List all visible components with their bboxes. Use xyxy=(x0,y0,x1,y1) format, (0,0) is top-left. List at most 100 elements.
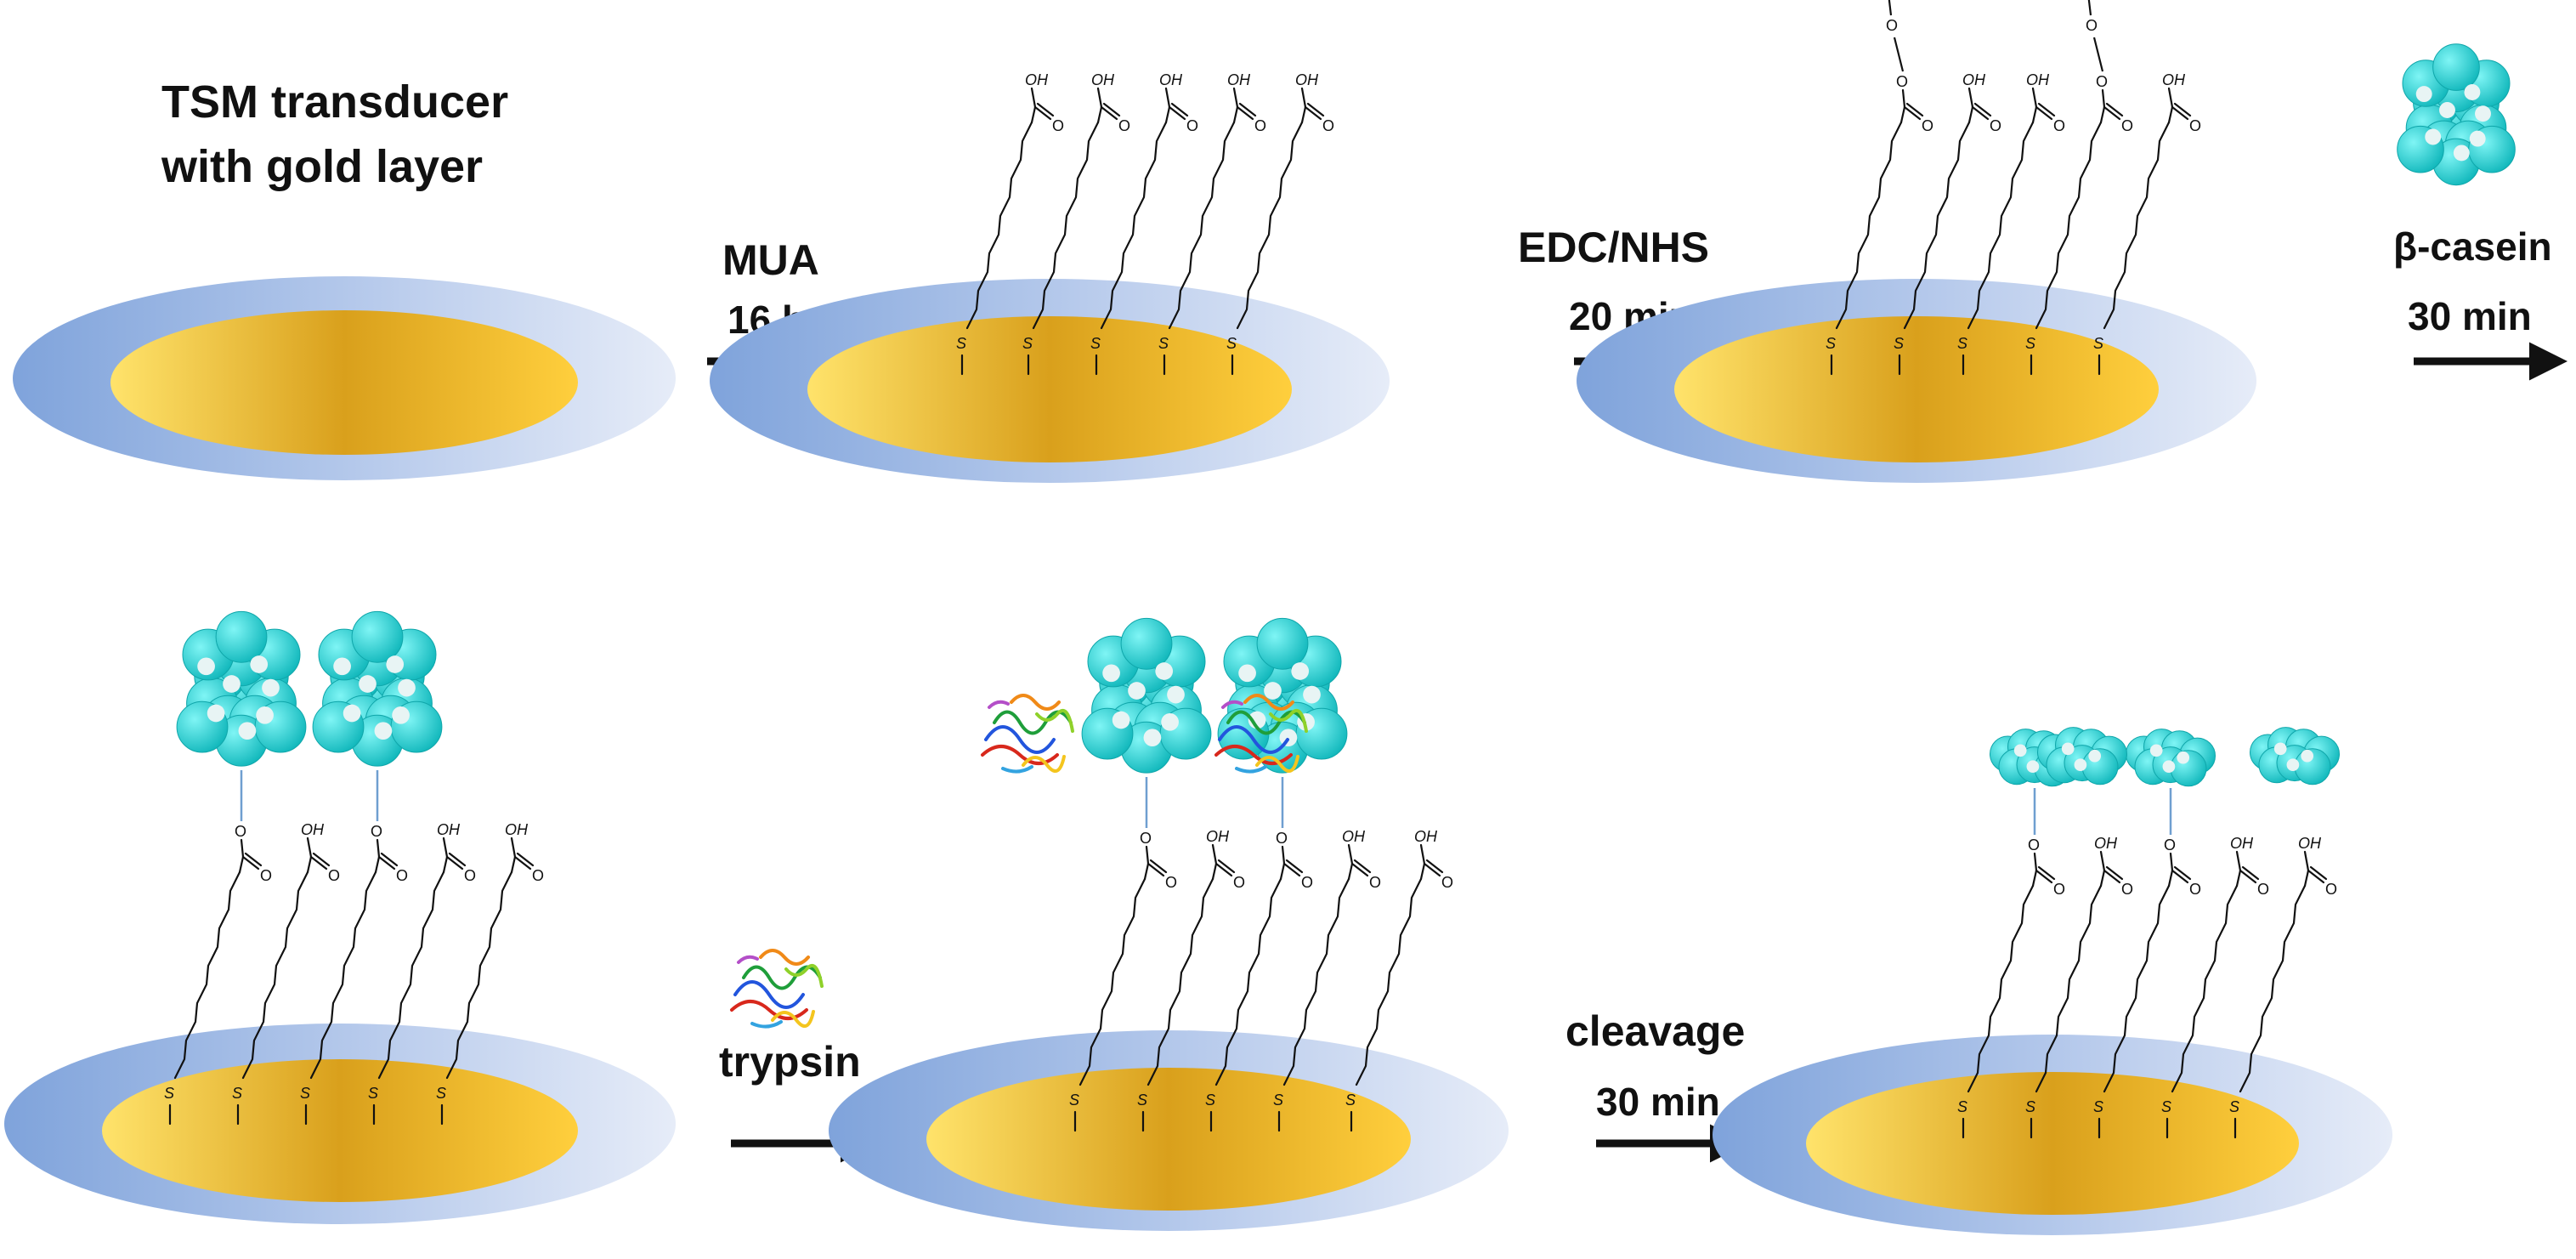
casein-fragment-icon xyxy=(2126,729,2216,787)
hydroxyl-bond xyxy=(1164,87,1171,109)
mua-chain: SOO xyxy=(1205,830,1313,1132)
mua-chain: SOO xyxy=(1069,830,1177,1132)
enzyme-ribbon xyxy=(1022,755,1066,773)
alkyl-backbone xyxy=(241,871,309,1080)
alkyl-backbone xyxy=(1146,877,1214,1086)
protein-highlight xyxy=(386,655,405,673)
carbonyl-bond xyxy=(2303,869,2310,888)
carbonyl-bond xyxy=(1300,105,1307,124)
ester-oxygen-label: O xyxy=(2164,836,2176,854)
enzyme-ribbon xyxy=(993,710,1073,735)
carbonyl-oxygen-label: O xyxy=(1052,117,1064,134)
enzyme-ribbon xyxy=(1218,725,1289,754)
protein-highlight xyxy=(2439,102,2455,118)
carbonyl-oxygen-label: O xyxy=(1233,874,1245,891)
protein-highlight xyxy=(1143,729,1162,747)
enzyme-ribbon xyxy=(742,965,822,990)
protein-bead xyxy=(1256,617,1309,670)
step-label-mua: MUA xyxy=(722,236,819,284)
hydroxyl-bond xyxy=(2167,87,2174,109)
hydroxyl-label: OH xyxy=(1962,71,1986,88)
carbonyl-double xyxy=(1033,105,1052,121)
carbonyl-double xyxy=(2035,869,2053,884)
carbonyl-oxygen-label: O xyxy=(328,867,340,884)
ester-bond xyxy=(1901,88,1906,109)
protein-layer xyxy=(176,43,2516,1029)
protein-highlight xyxy=(1102,664,1120,683)
carbonyl-double-2 xyxy=(2241,865,2260,881)
title-line-2: with gold layer xyxy=(161,141,483,192)
protein-highlight xyxy=(1279,729,1298,747)
n-o-bond xyxy=(1893,37,1905,72)
hydroxyl-label: OH xyxy=(1091,71,1115,88)
fragment-highlight xyxy=(2273,742,2287,756)
mua-chain: S O OH xyxy=(1022,71,1130,376)
transducer-disc xyxy=(710,279,1390,483)
alkyl-backbone xyxy=(2103,884,2171,1093)
carbonyl-oxygen-label: O xyxy=(260,867,272,884)
hydroxyl-label: OH xyxy=(1206,828,1230,845)
carbonyl-double xyxy=(1100,105,1118,121)
casein-protein-icon xyxy=(1081,617,1212,774)
sulfur-label: S xyxy=(1826,335,1836,352)
ester-oxygen-label: O xyxy=(1140,830,1152,847)
carbonyl-double-2 xyxy=(2037,865,2056,881)
alkyl-backbone xyxy=(445,871,513,1080)
fragment-highlight xyxy=(2162,760,2176,774)
sulfur-label: S xyxy=(2025,335,2035,352)
carbonyl-oxygen-label: O xyxy=(1301,874,1313,891)
alkyl-backbone xyxy=(1835,121,1903,330)
transducer-disc xyxy=(829,1030,1509,1231)
casein-protein-icon xyxy=(176,610,307,767)
carbonyl-double-2 xyxy=(2037,102,2056,117)
sulfur-label: S xyxy=(1090,335,1101,352)
ester-bond xyxy=(240,838,245,859)
sulfur-label: S xyxy=(2161,1098,2171,1115)
carbonyl-bond xyxy=(2099,105,2106,124)
sulfur-label: S xyxy=(2093,335,2103,352)
hydroxyl-label: OH xyxy=(2094,835,2118,852)
carbonyl-double-2 xyxy=(2309,865,2328,881)
enzyme-ribbon xyxy=(759,949,810,966)
step-label-cleavage: cleavage xyxy=(1565,1007,1745,1055)
fragment-highlight xyxy=(2177,751,2190,764)
enzyme-ribbon xyxy=(988,700,1010,709)
carbonyl-double-2 xyxy=(2173,102,2192,117)
protein-highlight xyxy=(2415,86,2432,103)
carbonyl-bond xyxy=(1967,105,1974,124)
sulfur-label: S xyxy=(1894,335,1904,352)
n-o-bond xyxy=(2092,37,2104,72)
sulfur-label: S xyxy=(300,1085,310,1102)
hydroxyl-label: OH xyxy=(301,821,325,838)
nhs-ring-icon: ONOO xyxy=(2086,0,2104,72)
step-label-trypsin: trypsin xyxy=(719,1038,861,1086)
carbonyl-double-2 xyxy=(1973,102,1992,117)
carbonyl-double-2 xyxy=(244,852,263,867)
transducer-discs xyxy=(4,276,2392,1235)
carbonyl-double-2 xyxy=(1285,859,1304,874)
o-n-bond xyxy=(2087,0,2092,16)
alkyl-backbone xyxy=(2035,884,2103,1093)
carbonyl-double xyxy=(1282,862,1301,877)
carbonyl-oxygen-label: O xyxy=(396,867,408,884)
carbonyl-bond xyxy=(1096,105,1103,124)
hydroxyl-label: OH xyxy=(1342,828,1366,845)
sulfur-label: S xyxy=(1345,1092,1356,1109)
carbonyl-oxygen-label: O xyxy=(1369,874,1381,891)
hydroxyl-label: OH xyxy=(1159,71,1183,88)
carbonyl-bond xyxy=(1164,105,1171,124)
protein-bead xyxy=(215,610,268,663)
casein-protein-icon xyxy=(1217,617,1348,774)
carbonyl-double-2 xyxy=(448,852,467,867)
carbonyl-bond xyxy=(1232,105,1239,124)
carbonyl-double-2 xyxy=(1353,859,1372,874)
casein-fragment-icon xyxy=(2250,727,2340,785)
carbonyl-bond xyxy=(1211,862,1218,881)
carbonyl-bond xyxy=(2099,869,2106,888)
hydroxyl-bond xyxy=(1967,87,1974,109)
carbonyl-oxygen-label: O xyxy=(2189,881,2201,898)
carbonyl-bond xyxy=(238,855,245,874)
sulfur-label: S xyxy=(436,1085,446,1102)
hydroxyl-label: OH xyxy=(1227,71,1251,88)
